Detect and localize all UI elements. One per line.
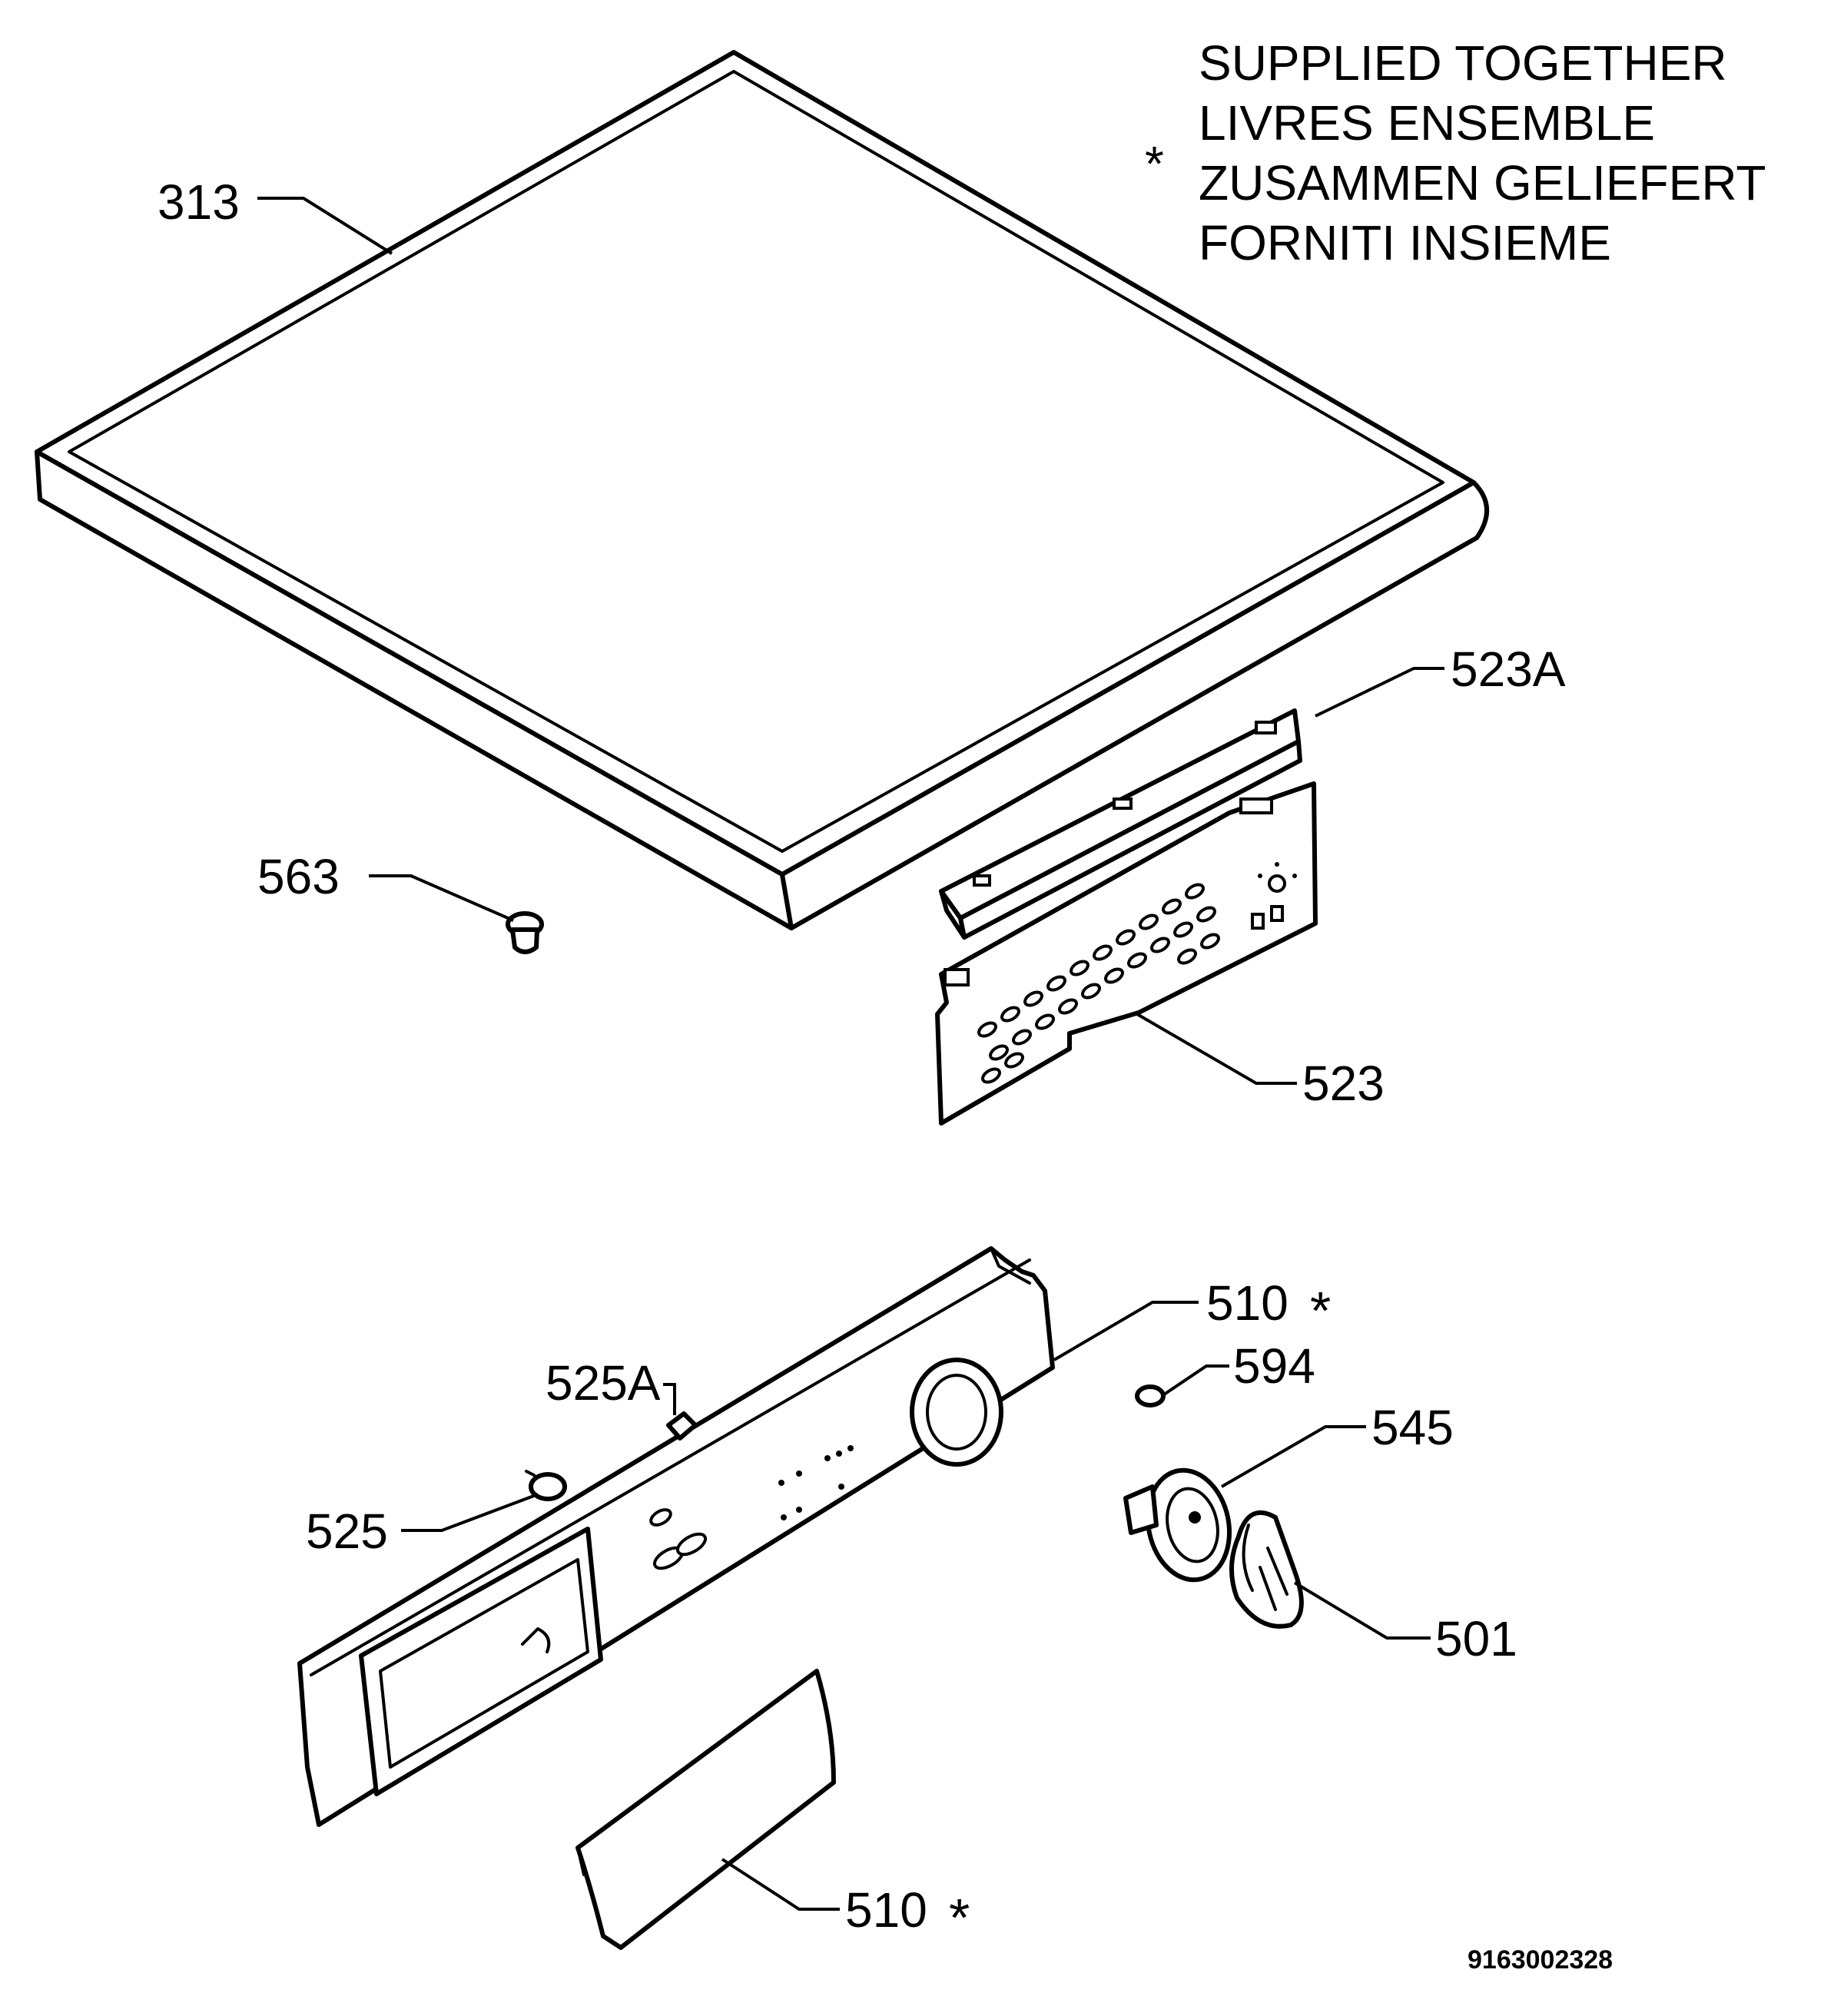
leader-313 <box>257 197 393 255</box>
leader-501 <box>1293 1581 1431 1640</box>
leader-510-top <box>1053 1301 1199 1361</box>
leader-523 <box>1136 1013 1297 1085</box>
legend: * SUPPLIED TOGETHER LIVRES ENSEMBLE ZUSA… <box>1145 35 1766 270</box>
label-523: 523 <box>1302 1056 1385 1111</box>
drawer-handle-part <box>575 1669 836 1950</box>
legend-line-3: ZUSAMMEN GELIEFERT <box>1199 155 1766 211</box>
legend-asterisk: * <box>1145 136 1164 191</box>
leader-525 <box>401 1493 539 1532</box>
label-525A: 525A <box>546 1355 661 1411</box>
label-510-top-mark: * <box>1310 1281 1331 1341</box>
plug-part <box>506 911 544 954</box>
legend-line-1: SUPPLIED TOGETHER <box>1199 35 1727 91</box>
leader-594 <box>1162 1364 1229 1396</box>
leader-563 <box>369 874 514 922</box>
control-panel-part <box>297 1246 1055 1827</box>
label-563: 563 <box>257 849 340 904</box>
leader-523A <box>1315 667 1444 718</box>
label-523A: 523A <box>1451 642 1566 697</box>
leader-525A <box>663 1383 676 1415</box>
pcb-hole-grid <box>977 883 1220 1084</box>
label-545: 545 <box>1371 1400 1454 1455</box>
selector-part <box>1123 1467 1232 1583</box>
bracket-part <box>939 708 1302 940</box>
label-594: 594 <box>1233 1338 1315 1394</box>
label-510-bottom: 510 <box>845 1882 927 1938</box>
label-525: 525 <box>306 1504 388 1559</box>
label-510-top: 510 <box>1206 1275 1288 1331</box>
part-labels: 313 523A 523 563 510 * 594 545 501 525A … <box>158 174 1566 1948</box>
label-510-bottom-mark: * <box>949 1888 970 1948</box>
knob-part <box>1229 1510 1304 1629</box>
legend-line-4: FORNITI INSIEME <box>1199 215 1611 270</box>
pcb-module-part <box>935 781 1318 1126</box>
leader-510-bottom <box>721 1858 840 1911</box>
leader-lines <box>257 197 1444 1911</box>
top-cover-part <box>35 50 1489 930</box>
button-part <box>525 1470 567 1501</box>
lens-part <box>1135 1384 1166 1408</box>
drawing-number: 9163002328 <box>1468 1945 1613 1975</box>
push-rod-part <box>666 1411 698 1441</box>
label-501: 501 <box>1435 1611 1517 1666</box>
leader-545 <box>1220 1425 1366 1488</box>
label-313: 313 <box>158 174 240 230</box>
legend-line-2: LIVRES ENSEMBLE <box>1199 95 1655 151</box>
